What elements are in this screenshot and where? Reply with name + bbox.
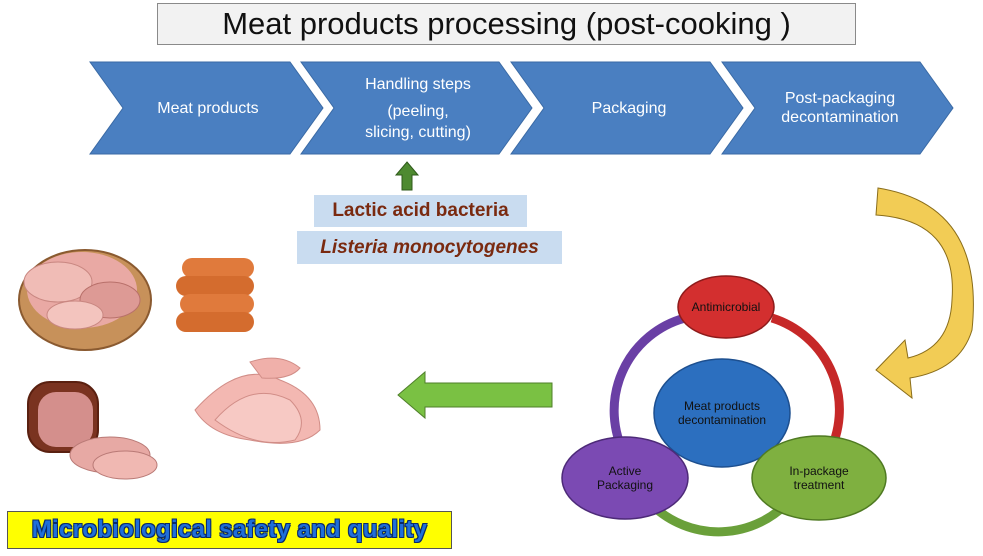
listeria-label: Listeria monocytogenes: [297, 231, 562, 264]
left-node-text: Active Packaging: [567, 460, 683, 496]
left-line-2: Packaging: [596, 478, 654, 492]
ring-arc-red: [770, 313, 844, 458]
smoked-ham-image: [27, 381, 158, 480]
chevron-meat-products: [89, 61, 324, 155]
up-arrow: [394, 161, 420, 191]
center-node: [653, 358, 791, 468]
chevron-packaging: [510, 61, 744, 155]
sliced-ham-plate-image: [18, 249, 152, 351]
step-2-line-3: slicing, cutting): [365, 123, 471, 141]
step-2-line-1: Handling steps: [365, 75, 471, 93]
chevron-post-packaging: [721, 61, 954, 155]
ham-slices-image: [194, 357, 321, 444]
center-node-text: Meat products decontamination: [654, 385, 790, 441]
right-line-1: In-package: [789, 464, 849, 478]
ring-arc-purple: [609, 313, 687, 458]
ring-arc-green: [648, 496, 794, 537]
sausages-image: [176, 258, 254, 332]
step-packaging: Packaging: [544, 62, 714, 154]
step-1-line-1: Meat products: [157, 99, 259, 117]
lactic-acid-bacteria-label: Lactic acid bacteria: [314, 195, 527, 227]
left-node: [561, 436, 689, 520]
step-meat-products: Meat products: [123, 62, 293, 154]
diagram-title: Meat products processing (post-cooking ): [157, 3, 856, 45]
step-handling: Handling steps (peeling, slicing, cuttin…: [333, 62, 503, 154]
footer-banner: Microbiological safety and quality: [7, 511, 452, 549]
step-2-line-2: (peeling,: [387, 102, 449, 120]
step-4-line-2: decontamination: [781, 109, 899, 126]
curved-arrow: [875, 187, 974, 400]
chevron-handling-steps: [300, 61, 533, 155]
center-line-2: decontamination: [677, 413, 767, 427]
top-node-label: Antimicrobial: [691, 300, 761, 314]
center-line-1: Meat products: [683, 399, 761, 413]
step-3-line-1: Packaging: [591, 99, 667, 117]
step-post-packaging: Post-packaging decontamination: [755, 62, 925, 154]
right-node: [751, 435, 887, 521]
right-node-text: In-package treatment: [760, 460, 878, 496]
top-node: [677, 275, 775, 339]
left-arrow: [397, 370, 553, 420]
top-node-text: Antimicrobial: [678, 296, 774, 318]
step-4-line-1: Post-packaging: [784, 90, 896, 107]
left-line-1: Active: [608, 464, 642, 478]
right-line-2: treatment: [793, 478, 845, 492]
